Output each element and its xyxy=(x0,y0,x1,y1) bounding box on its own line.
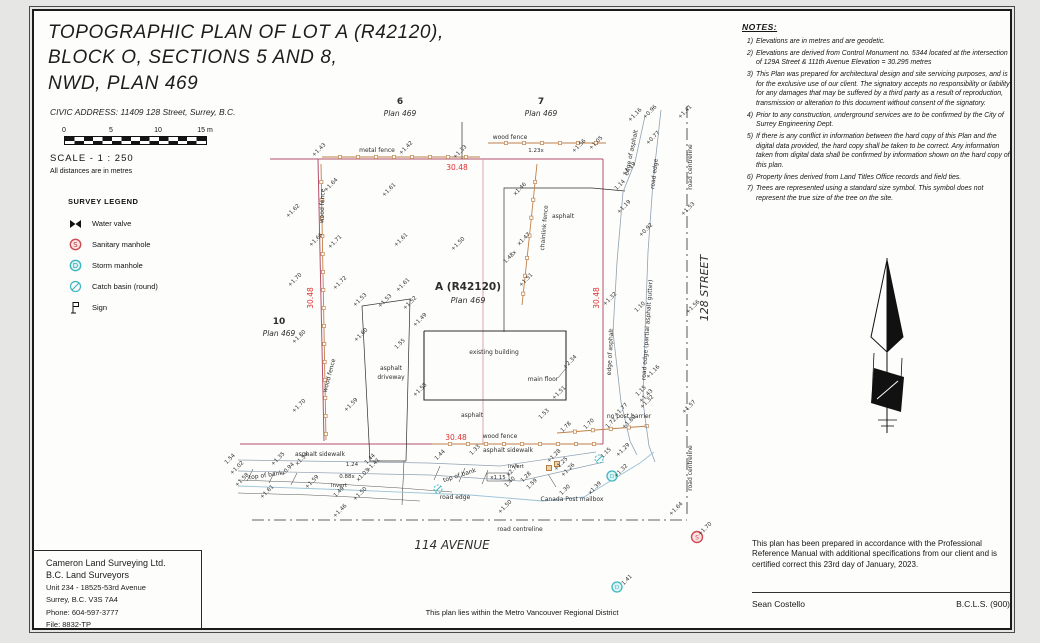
company-address-2: Surrey, B.C. V3S 7A4 xyxy=(46,595,118,605)
signatory-name: Sean Costello xyxy=(752,599,805,609)
legend-item: D Storm manhole xyxy=(68,255,238,276)
scale-units-note: All distances are in metres xyxy=(50,168,133,175)
note-item: 7)Trees are represented using a standard… xyxy=(742,184,1014,203)
regional-district-note: This plan lies within the Metro Vancouve… xyxy=(425,608,619,617)
signatory-designation: B.C.L.S. (900) xyxy=(956,599,1010,609)
scale-bar: 0 5 10 15 m xyxy=(62,127,213,149)
svg-text:D: D xyxy=(73,262,78,270)
note-text: Property lines derived from Land Titles … xyxy=(756,173,962,181)
sign-icon xyxy=(68,301,83,314)
scale-bar-ticks: 0 5 10 15 m xyxy=(62,127,213,136)
scale-tick: 5 xyxy=(109,127,113,134)
note-number: 6) xyxy=(746,173,753,181)
certification-text: This plan has been prepared in accordanc… xyxy=(752,539,998,569)
notes-title: NOTES: xyxy=(742,22,778,32)
civic-address: CIVIC ADDRESS: 11409 128 Street, Surrey,… xyxy=(50,107,236,117)
note-text: This Plan was prepared for architectural… xyxy=(756,70,1010,107)
water-valve-icon xyxy=(68,219,83,229)
plan-sheet: TOPOGRAPHIC PLAN OF LOT A (R42120), BLOC… xyxy=(29,6,1015,633)
storm-manhole-icon: D xyxy=(68,259,83,272)
note-text: Elevations are in metres and are geodeti… xyxy=(756,38,886,45)
legend-item: Sign xyxy=(68,297,238,318)
legend-item-label: Storm manhole xyxy=(92,261,143,270)
company-block: Cameron Land Surveying Ltd. B.C. Land Su… xyxy=(32,550,202,629)
note-item: 6)Property lines derived from Land Title… xyxy=(742,173,1014,183)
legend-item: Water valve xyxy=(68,213,238,234)
note-item: 1)Elevations are in metres and are geode… xyxy=(742,37,1014,47)
legend-item-label: Sanitary manhole xyxy=(92,240,151,249)
scale-bar-graphic xyxy=(64,136,207,145)
note-text: Prior to any construction, underground s… xyxy=(756,111,1004,129)
note-number: 7) xyxy=(746,185,753,193)
note-number: 2) xyxy=(746,49,753,57)
note-item: 5)If there is any conflict in informatio… xyxy=(742,132,1014,171)
company-name: Cameron Land Surveying Ltd. xyxy=(46,558,166,568)
title-line-3: NWD, PLAN 469 xyxy=(48,72,199,94)
company-type: B.C. Land Surveyors xyxy=(46,570,130,581)
notes-panel: NOTES: 1)Elevations are in metres and ar… xyxy=(742,22,1014,206)
note-text: Trees are represented using a standard s… xyxy=(756,185,984,202)
note-number: 3) xyxy=(746,70,753,78)
scale-tick: 10 xyxy=(154,127,162,134)
notes-list: 1)Elevations are in metres and are geode… xyxy=(742,37,1014,204)
legend-item-label: Catch basin (round) xyxy=(92,282,158,291)
svg-text:S: S xyxy=(73,241,78,249)
note-text: Elevations are derived from Control Monu… xyxy=(756,49,1008,67)
sanitary-manhole-icon: S xyxy=(68,238,83,251)
company-address-1: Unit 234 - 18525-53rd Avenue xyxy=(46,583,146,593)
note-text: If there is any conflict in information … xyxy=(756,132,1010,169)
scale-tick: 0 xyxy=(62,127,66,134)
page-title: TOPOGRAPHIC PLAN OF LOT A (R42120), BLOC… xyxy=(48,20,518,96)
scale-tick: 15 m xyxy=(197,127,213,134)
company-phone: Phone: 604-597-3777 xyxy=(46,607,119,617)
note-item: 2)Elevations are derived from Control Mo… xyxy=(742,49,1014,68)
signature-line xyxy=(752,592,1010,593)
legend-title: SURVEY LEGEND xyxy=(68,197,139,206)
legend-item: Catch basin (round) xyxy=(68,276,238,297)
legend-item-label: Water valve xyxy=(92,219,132,228)
note-item: 3)This Plan was prepared for architectur… xyxy=(742,70,1014,109)
company-file: File: 8832-TP xyxy=(46,619,92,629)
note-item: 4)Prior to any construction, underground… xyxy=(742,111,1014,130)
scale-label: SCALE - 1 : 250 xyxy=(50,153,134,164)
title-line-2: BLOCK O, SECTIONS 5 AND 8, xyxy=(48,47,338,69)
note-number: 1) xyxy=(746,38,753,45)
title-line-1: TOPOGRAPHIC PLAN OF LOT A (R42120), xyxy=(48,22,444,43)
note-number: 5) xyxy=(746,132,753,140)
signature-row: Sean Costello B.C.L.S. (900) xyxy=(752,599,1010,609)
legend-item-label: Sign xyxy=(92,303,108,312)
legend-item: S Sanitary manhole xyxy=(68,234,238,255)
note-number: 4) xyxy=(746,111,753,119)
catch-basin-icon xyxy=(68,280,83,293)
